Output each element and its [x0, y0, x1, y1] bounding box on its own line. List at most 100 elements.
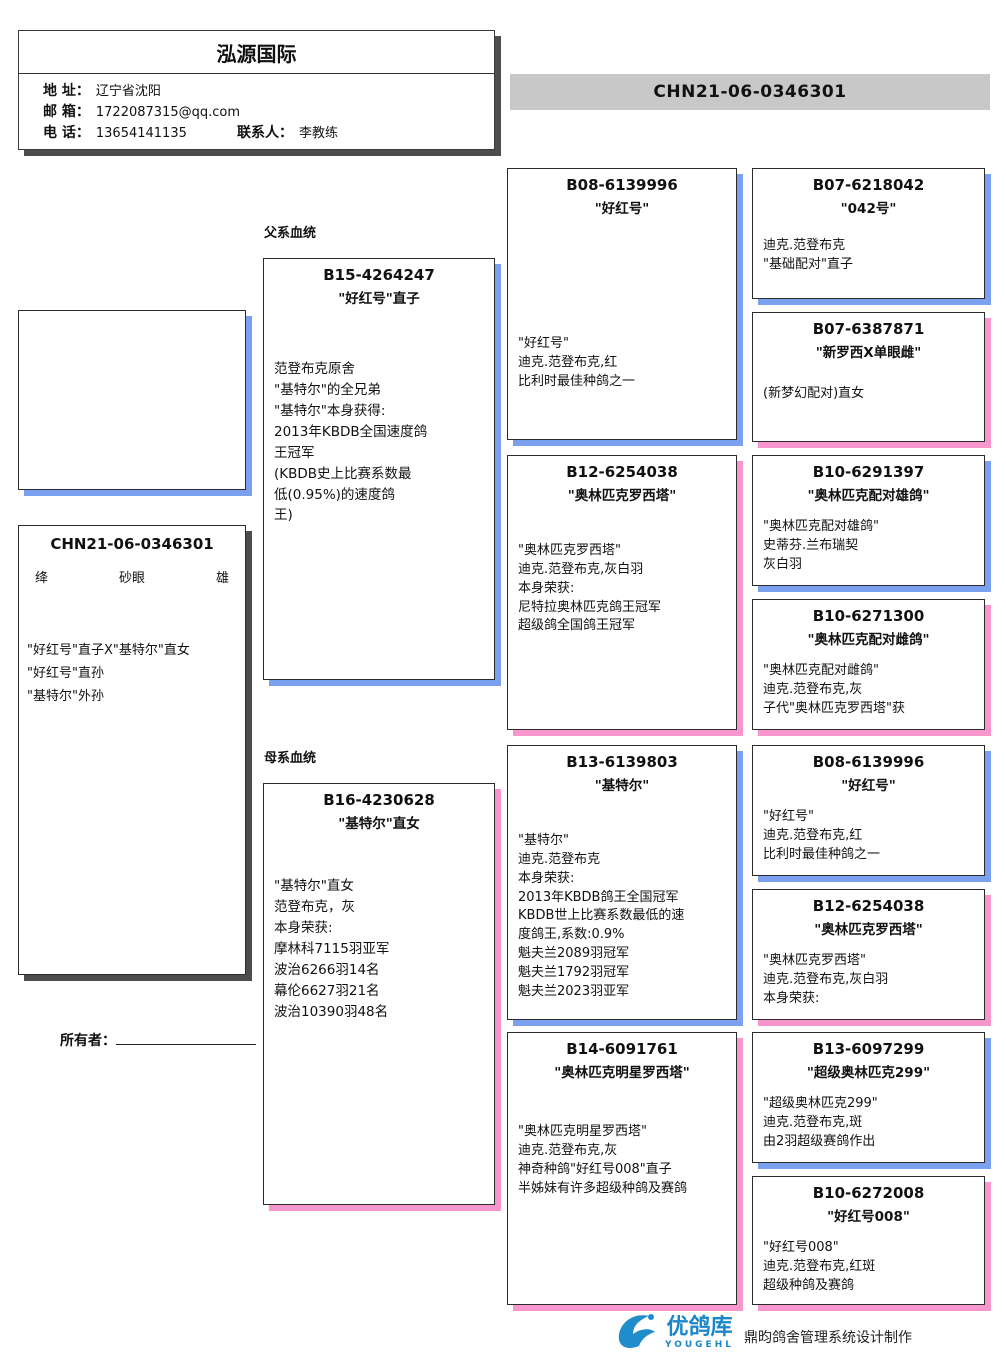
ring-number: B10-6291397: [812, 463, 925, 481]
box-sire: B15-4264247 "好红号"直子 范登布克原舍 "基特尔"的全兄弟 "基特…: [263, 258, 495, 680]
company-contact-info: 地 址： 辽宁省沈阳 邮 箱： 1722087315@qq.com 电 话： 1365…: [19, 74, 494, 144]
pigeon-name: "奥林匹克罗西塔": [567, 488, 677, 504]
pigeon-name: "奥林匹克明星罗西塔": [554, 1065, 690, 1081]
pigeon-details: "基特尔"直女 范登布克，灰 本身荣获: 摩林科7115羽亚军 波治6266羽1…: [274, 878, 390, 1020]
pigeon-details: 迪克.范登布克 "基础配对"直子: [763, 238, 853, 272]
contact-value: 李教练: [299, 126, 339, 141]
ring-number: B15-4264247: [323, 266, 435, 284]
box-title: B12-6254038 "奥林匹克罗西塔": [753, 890, 984, 938]
pigeon-details: "奥林匹克明星罗西塔" 迪克.范登布克,灰 神奇种鸽"好红号008"直子 半姊妹…: [518, 1124, 688, 1196]
box-maternal-grandsire: B13-6139803 "基特尔" "基特尔" 迪克.范登布克 本身荣获: 20…: [507, 745, 737, 1020]
box-title: B08-6139996 "好红号": [508, 169, 736, 217]
pedigree-box: B12-6254038 "奥林匹克罗西塔" "奥林匹克罗西塔" 迪克.范登布克,…: [752, 889, 985, 1020]
pigeon-details: 范登布克原舍 "基特尔"的全兄弟 "基特尔"本身获得: 2013年KBDB全国速…: [274, 361, 428, 524]
pedigree-box: B13-6097299 "超级奥林匹克299" "超级奥林匹克299" 迪克.范…: [752, 1032, 985, 1163]
subject-feather-color: 绛: [35, 571, 49, 586]
pedigree-box: B08-6139996 "好红号" "好红号" 迪克.范登布克,红 比利时最佳种…: [752, 745, 985, 876]
box-title: B13-6139803 "基特尔": [508, 746, 736, 794]
ring-number: B07-6387871: [812, 320, 925, 338]
pigeon-details: "奥林匹克配对雄鸽" 史蒂芬.兰布瑞契 灰白羽: [763, 519, 879, 572]
pedigree-box: B10-6291397 "奥林匹克配对雄鸽" "奥林匹克配对雄鸽" 史蒂芬.兰布…: [752, 455, 985, 586]
pigeon-name: "新罗西X单眼雌": [815, 345, 922, 361]
pigeon-name: "奥林匹克配对雄鸽": [807, 488, 930, 504]
ring-number: B13-6097299: [812, 1040, 925, 1058]
box-title: B10-6271300 "奥林匹克配对雌鸽": [753, 600, 984, 648]
phone-value: 13654141135: [95, 126, 187, 141]
pedigree-box: B07-6218042 "042号" 迪克.范登布克 "基础配对"直子: [752, 168, 985, 299]
email-value: 1722087315@qq.com: [95, 105, 240, 120]
phone-row: 电 话： 13654141135 联系人： 李教练: [43, 123, 494, 144]
ring-number: B10-6271300: [812, 607, 925, 625]
contact-label: 联系人：: [237, 125, 293, 141]
pigeon-details: "奥林匹克罗西塔" 迪克.范登布克,灰白羽 本身荣获: 尼特拉奥林匹克鸽王冠军 …: [518, 543, 662, 634]
address-row: 地 址： 辽宁省沈阳: [43, 81, 494, 102]
box-maternal-granddam: B14-6091761 "奥林匹克明星罗西塔" "奥林匹克明星罗西塔" 迪克.范…: [507, 1032, 737, 1305]
pigeon-details: "好红号008" 迪克.范登布克,红斑 超级种鸽及赛鸽: [763, 1240, 876, 1293]
box-paternal-grandsire: B08-6139996 "好红号" "好红号" 迪克.范登布克,红 比利时最佳种…: [507, 168, 737, 440]
owner-blank-line: [116, 1030, 256, 1045]
address-label: 地 址：: [43, 83, 90, 99]
pigeon-name: "好红号"直子: [338, 291, 420, 307]
pigeon-details: "奥林匹克配对雌鸽" 迪克.范登布克,灰 子代"奥林匹克罗西塔"获: [763, 663, 905, 716]
pigeon-name: "好红号": [841, 778, 896, 794]
pigeon-name: "042号": [840, 201, 897, 217]
subject-notes: "好红号"直子X"基特尔"直女 "好红号"直孙 "基特尔"外孙: [27, 643, 190, 704]
email-label: 邮 箱：: [43, 104, 90, 120]
box-title: B14-6091761 "奥林匹克明星罗西塔": [508, 1033, 736, 1081]
pigeon-details: "奥林匹克罗西塔" 迪克.范登布克,灰白羽 本身荣获:: [763, 953, 889, 1006]
brand-bird-icon: [612, 1310, 660, 1356]
ring-number: B14-6091761: [566, 1040, 678, 1058]
brand-block: 优鸽库 YOUGEHL: [665, 1316, 734, 1349]
ring-number: B07-6218042: [812, 176, 925, 194]
pigeon-name: "基特尔": [594, 778, 650, 794]
paternal-line-label: 父系血统: [264, 226, 317, 241]
box-title: B13-6097299 "超级奥林匹克299": [753, 1033, 984, 1081]
pigeon-name: "奥林匹克配对雌鸽": [807, 632, 930, 648]
box-title: B08-6139996 "好红号": [753, 746, 984, 794]
box-dam: B16-4230628 "基特尔"直女 "基特尔"直女 范登布克，灰 本身荣获:…: [263, 783, 495, 1205]
company-title: 泓源国际: [19, 31, 494, 74]
pedigree-box: B10-6272008 "好红号008" "好红号008" 迪克.范登布克,红斑…: [752, 1176, 985, 1305]
company-card: 泓源国际 地 址： 辽宁省沈阳 邮 箱： 1722087315@qq.com 电 话…: [18, 30, 495, 150]
ring-number: B12-6254038: [812, 897, 925, 915]
pedigree-box: B07-6387871 "新罗西X单眼雌" (新梦幻配对)直女: [752, 312, 985, 442]
pigeon-name: "超级奥林匹克299": [806, 1065, 931, 1081]
pigeon-name: "奥林匹克罗西塔": [814, 922, 923, 938]
footer-brand-area: 优鸽库 YOUGEHL 鼎昀鸽舍管理系统设计制作: [612, 1310, 912, 1356]
owner-label: 所有者：: [60, 1033, 116, 1049]
box-paternal-granddam: B12-6254038 "奥林匹克罗西塔" "奥林匹克罗西塔" 迪克.范登布克,…: [507, 455, 737, 730]
ring-number: B08-6139996: [812, 753, 925, 771]
pigeon-details: "好红号" 迪克.范登布克,红 比利时最佳种鸽之一: [518, 336, 636, 389]
subject-eye-type: 砂眼: [118, 571, 145, 586]
box-title: B12-6254038 "奥林匹克罗西塔": [508, 456, 736, 504]
maternal-line-label: 母系血统: [264, 751, 317, 766]
phone-label: 电 话：: [43, 125, 90, 141]
subject-card: CHN21-06-0346301 绛 砂眼 雄 "好红号"直子X"基特尔"直女 …: [18, 525, 246, 975]
owner-row: 所有者：: [60, 1030, 256, 1050]
box-title: B10-6272008 "好红号008": [753, 1177, 984, 1225]
pigeon-details: "超级奥林匹克299" 迪克.范登布克,斑 由2羽超级赛鸽作出: [763, 1096, 878, 1149]
email-row: 邮 箱： 1722087315@qq.com: [43, 102, 494, 123]
ring-number: B12-6254038: [566, 463, 678, 481]
pedigree-box: B10-6271300 "奥林匹克配对雌鸽" "奥林匹克配对雌鸽" 迪克.范登布…: [752, 599, 985, 730]
ring-number: B10-6272008: [812, 1184, 925, 1202]
box-title: B16-4230628 "基特尔"直女: [264, 784, 494, 832]
ring-number: B16-4230628: [323, 791, 435, 809]
subject-sex: 雄: [215, 571, 229, 586]
ring-number-banner: CHN21-06-0346301: [510, 74, 990, 110]
brand-name: 优鸽库: [666, 1315, 733, 1341]
ring-number: B08-6139996: [566, 176, 678, 194]
pigeon-photo-placeholder: [18, 310, 246, 490]
pigeon-details: "好红号" 迪克.范登布克,红 比利时最佳种鸽之一: [763, 809, 881, 862]
box-title: B07-6387871 "新罗西X单眼雌": [753, 313, 984, 361]
brand-subtitle: YOUGEHL: [665, 1339, 734, 1350]
box-title: B07-6218042 "042号": [753, 169, 984, 217]
subject-attributes: 绛 砂眼 雄: [19, 553, 245, 586]
address-value: 辽宁省沈阳: [95, 84, 161, 99]
pigeon-name: "好红号": [594, 201, 650, 217]
box-title: B15-4264247 "好红号"直子: [264, 259, 494, 307]
subject-ring-number: CHN21-06-0346301: [50, 535, 214, 553]
ring-number: B13-6139803: [566, 753, 678, 771]
pigeon-name: "好红号008": [827, 1209, 910, 1225]
